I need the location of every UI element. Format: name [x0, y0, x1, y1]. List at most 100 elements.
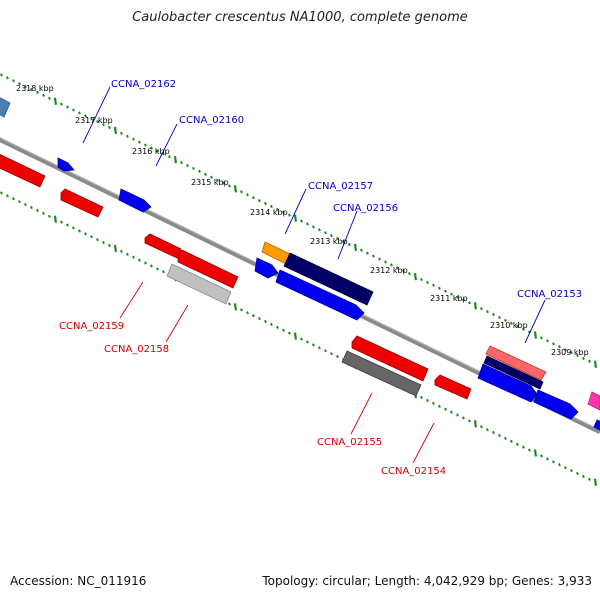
major-tick [413, 272, 417, 281]
gene-feature[interactable] [118, 188, 152, 213]
gene-feature[interactable] [341, 350, 422, 397]
minor-tick [408, 272, 411, 276]
gene-feature[interactable] [0, 152, 46, 188]
gene-feature[interactable] [166, 263, 232, 305]
minor-tick [306, 340, 309, 344]
minor-tick [60, 220, 63, 224]
minor-tick [276, 325, 279, 329]
minor-tick [570, 351, 573, 355]
minor-tick [126, 252, 129, 256]
minor-tick [576, 471, 579, 476]
minor-tick [270, 204, 273, 208]
gene-feature[interactable] [261, 241, 291, 265]
minor-tick [240, 308, 243, 312]
gene-feature[interactable] [144, 233, 182, 259]
minor-tick [516, 442, 519, 446]
minor-tick [282, 210, 285, 214]
major-tick [473, 302, 477, 310]
minor-tick [582, 356, 585, 360]
minor-tick [492, 313, 495, 317]
leader-line [524, 299, 546, 344]
minor-tick [156, 267, 159, 271]
minor-tick [336, 237, 339, 241]
minor-tick [312, 343, 315, 347]
minor-tick [450, 410, 453, 414]
gene-label-ccna-02155[interactable]: CCNA_02155 [317, 437, 382, 448]
minor-tick [120, 131, 123, 135]
minor-tick [144, 143, 147, 147]
minor-tick [378, 257, 381, 261]
gene-feature[interactable] [587, 391, 600, 411]
gene-feature[interactable] [0, 95, 11, 118]
gene-label-ccna-02159[interactable]: CCNA_02159 [59, 321, 124, 332]
minor-tick [132, 137, 135, 141]
minor-tick [162, 270, 165, 274]
tick-tracks [0, 73, 597, 486]
minor-tick [402, 269, 405, 273]
minor-tick [30, 205, 33, 210]
minor-tick [78, 229, 81, 233]
minor-tick [42, 93, 45, 97]
minor-tick [96, 120, 99, 124]
gene-label-ccna-02156[interactable]: CCNA_02156 [333, 203, 398, 214]
gene-label-ccna-02160[interactable]: CCNA_02160 [179, 115, 244, 126]
leader-line [155, 123, 178, 167]
gene-feature[interactable] [434, 374, 472, 400]
minor-tick [48, 214, 51, 218]
minor-tick [228, 184, 231, 188]
minor-tick [282, 328, 285, 332]
minor-tick [72, 108, 75, 112]
minor-tick [144, 261, 147, 265]
gene-feature[interactable] [275, 269, 365, 321]
gene-feature[interactable] [60, 188, 104, 218]
minor-tick [90, 235, 93, 239]
kbp-2309: 2309 kbp [551, 348, 589, 357]
major-tick [53, 97, 57, 105]
gene-label-ccna-02153[interactable]: CCNA_02153 [517, 289, 582, 300]
major-tick [233, 185, 237, 193]
gene-label-ccna-02162[interactable]: CCNA_02162 [111, 79, 176, 90]
minor-tick [372, 254, 375, 258]
accession-text: Accession: NC_011916 [10, 574, 147, 588]
minor-tick [588, 477, 591, 481]
minor-tick [72, 226, 75, 230]
major-tick [593, 360, 597, 368]
minor-tick [486, 428, 489, 432]
gene-label-ccna-02154[interactable]: CCNA_02154 [381, 466, 446, 477]
minor-tick [456, 295, 459, 299]
minor-tick [24, 203, 27, 207]
minor-tick [558, 345, 561, 349]
gene-feature[interactable] [283, 252, 374, 306]
gene-feature[interactable] [177, 249, 239, 289]
gene-label-ccna-02158[interactable]: CCNA_02158 [104, 344, 169, 355]
minor-tick [576, 353, 579, 358]
leader-line [337, 210, 358, 260]
minor-tick [102, 123, 105, 127]
kbp-2318: 2318 kbp [16, 84, 54, 93]
minor-tick [96, 238, 99, 242]
minor-tick [198, 169, 201, 173]
minor-tick [510, 439, 513, 443]
minor-tick [300, 219, 303, 223]
minor-tick [264, 201, 267, 206]
minor-tick [324, 231, 327, 235]
minor-tick [420, 277, 423, 282]
gene-feature[interactable] [57, 157, 75, 172]
gene-feature[interactable] [593, 419, 600, 431]
kbp-2316: 2316 kbp [132, 147, 170, 156]
gene-feature[interactable] [254, 257, 279, 279]
minor-tick [546, 457, 549, 461]
gene-feature[interactable] [477, 363, 538, 403]
minor-tick [258, 199, 261, 203]
gene-feature[interactable] [483, 355, 544, 390]
gene-feature[interactable] [533, 389, 579, 420]
minor-tick [84, 232, 87, 236]
minor-tick [516, 324, 519, 328]
gene-feature[interactable] [485, 345, 547, 381]
minor-tick [492, 431, 495, 435]
leader-line [412, 422, 435, 464]
gene-feature[interactable] [351, 335, 429, 382]
leader-line [165, 304, 189, 343]
major-tick [173, 156, 177, 164]
gene-label-ccna-02157[interactable]: CCNA_02157 [308, 181, 373, 192]
